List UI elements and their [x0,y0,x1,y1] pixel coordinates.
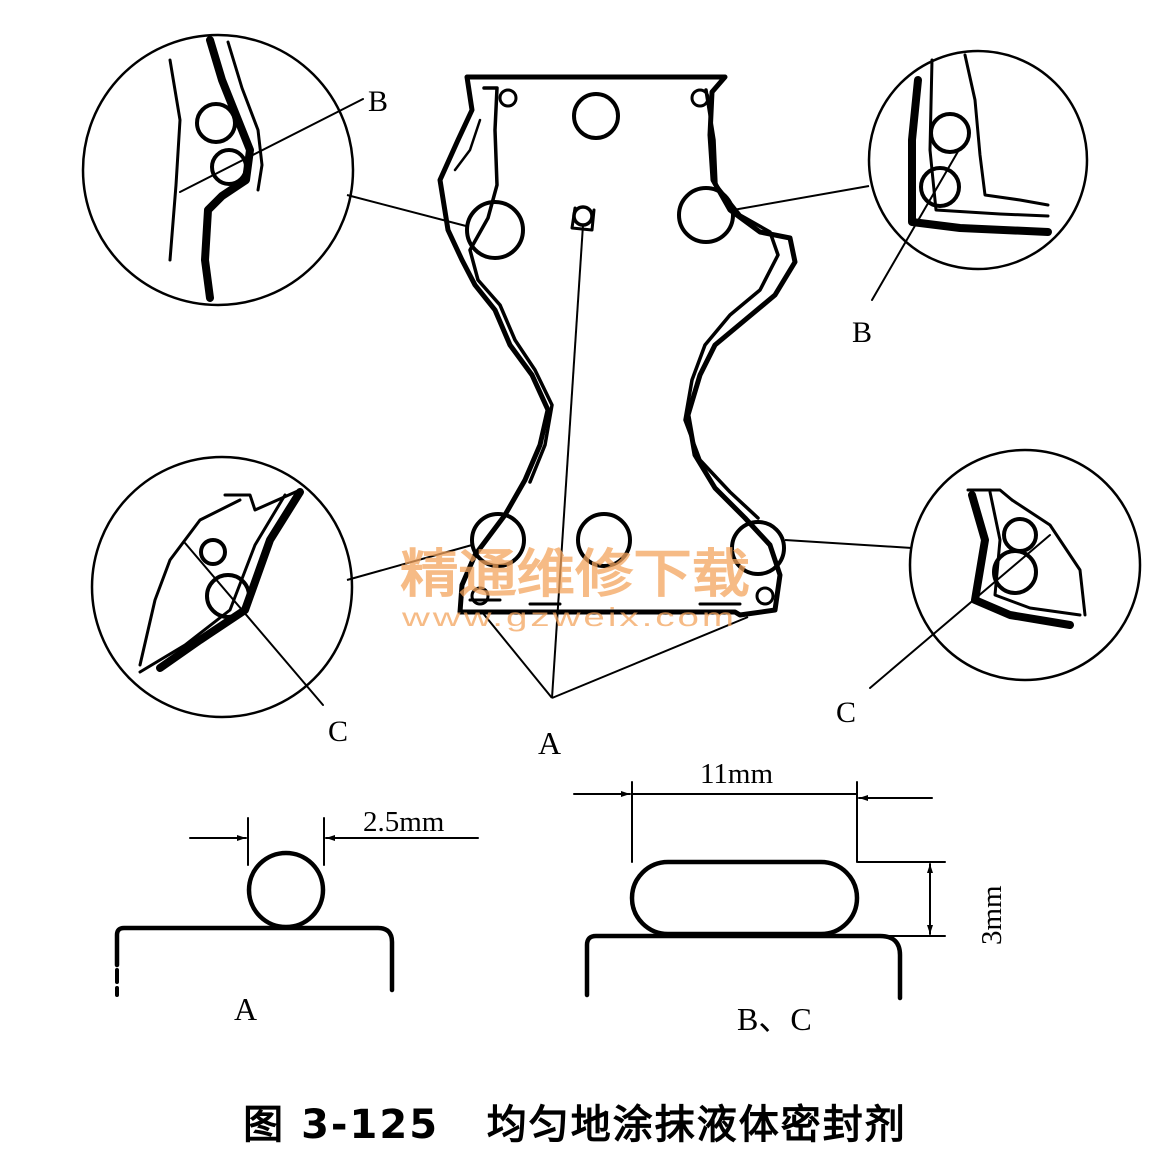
label-c-right: C [836,696,856,729]
profile-bc [573,781,946,1001]
leader-lines [346,185,913,699]
label-c-left: C [328,715,348,748]
profile-a [114,817,479,997]
label-a-main: A [538,725,561,761]
watermark-url: www.gzweix.com [401,602,737,632]
watermark-text: 精通维修下载 [400,545,750,605]
detail-circle-bottom-left [90,455,354,719]
timing-cover-outline [437,74,798,618]
profile-a-caption: A [234,991,257,1027]
detail-circle-top-right [867,49,1089,301]
label-b-left: B [368,85,388,118]
figure-caption: 图 3-125 均匀地涂抹液体密封剂 [243,1102,907,1148]
dimension-3mm: 3mm [976,885,1008,945]
dimension-2-5mm: 2.5mm [363,806,445,838]
profile-bc-caption: B、C [737,1001,812,1037]
dimension-11mm: 11mm [700,758,773,790]
detail-circle-top-left [81,33,364,307]
detail-circle-bottom-right [869,448,1142,689]
label-b-right: B [852,316,872,349]
